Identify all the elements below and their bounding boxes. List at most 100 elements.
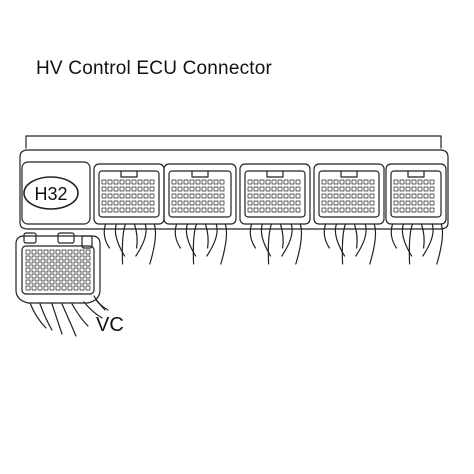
terminal-cell [289, 200, 295, 206]
terminal-cell [137, 193, 143, 199]
terminal-cell [283, 186, 289, 192]
terminal-cell [333, 207, 339, 213]
terminal-cell [43, 261, 49, 267]
terminal-cell [339, 207, 345, 213]
terminal-cell [79, 249, 85, 255]
terminal-cell [101, 193, 107, 199]
terminal-cell [399, 179, 405, 185]
terminal-cell [177, 200, 183, 206]
terminal-cell [119, 186, 125, 192]
terminal-cell [405, 200, 411, 206]
terminal-cell [73, 285, 79, 291]
terminal-cell [247, 179, 253, 185]
wire [422, 223, 434, 257]
wire [249, 223, 256, 249]
terminal-cell [37, 255, 43, 261]
terminal-cell [351, 207, 357, 213]
terminal-cell [171, 186, 177, 192]
terminal-cell [213, 186, 219, 192]
terminal-cell [67, 267, 73, 273]
terminal-cell [265, 193, 271, 199]
terminal-cell [85, 261, 91, 267]
terminal-cell [213, 193, 219, 199]
terminal-cell [119, 207, 125, 213]
terminal-cell [25, 279, 31, 285]
terminal-cell [183, 179, 189, 185]
terminal-cell [143, 193, 149, 199]
terminal-cell [339, 186, 345, 192]
terminal-cell [61, 249, 67, 255]
terminal-cell [271, 193, 277, 199]
wire [353, 223, 358, 249]
terminal-cell [149, 179, 155, 185]
terminal-cell [207, 179, 213, 185]
terminal-cell [201, 193, 207, 199]
terminal-cell [417, 200, 423, 206]
terminal-cell [327, 207, 333, 213]
wire [408, 223, 413, 265]
terminal-cell [73, 261, 79, 267]
terminal-cell [259, 193, 265, 199]
terminal-cell [429, 186, 435, 192]
terminal-cell [67, 261, 73, 267]
terminal-cell [195, 193, 201, 199]
terminal-cell [55, 285, 61, 291]
ecu-housing-top-edge [25, 135, 442, 149]
terminal-cell [171, 179, 177, 185]
terminal-cell [247, 207, 253, 213]
terminal-cell [219, 193, 225, 199]
terminal-cell [393, 207, 399, 213]
terminal-cell [333, 179, 339, 185]
terminal-cell [31, 285, 37, 291]
wire [295, 223, 303, 265]
terminal-cell [201, 179, 207, 185]
terminal-cell [351, 193, 357, 199]
terminal-cell [113, 200, 119, 206]
terminal-cell [195, 200, 201, 206]
terminal-cell [369, 207, 375, 213]
terminal-cell [289, 186, 295, 192]
terminal-cell [259, 200, 265, 206]
terminal-cell [131, 179, 137, 185]
block-face [318, 170, 380, 218]
terminal-cell [113, 207, 119, 213]
terminal-cell [283, 200, 289, 206]
terminal-cell [113, 193, 119, 199]
terminal-cell [189, 186, 195, 192]
terminal-cell [101, 200, 107, 206]
terminal-cell [295, 193, 301, 199]
terminal-cell [429, 179, 435, 185]
block-latch [266, 170, 284, 178]
block-outline [385, 163, 447, 225]
connector-id-label: H32 [34, 184, 67, 204]
terminal-cell [49, 267, 55, 273]
terminal-cell [67, 249, 73, 255]
terminal-cell [411, 186, 417, 192]
terminal-cell [247, 200, 253, 206]
ecu-housing [19, 149, 449, 230]
terminal-cell [49, 279, 55, 285]
terminal-cell [79, 279, 85, 285]
block-outline [163, 163, 237, 225]
terminal-cell [113, 186, 119, 192]
terminal-cell [125, 186, 131, 192]
terminal-cell [125, 193, 131, 199]
terminal-cell [55, 249, 61, 255]
terminal-cell [107, 200, 113, 206]
terminal-cell [43, 273, 49, 279]
terminal-cell [271, 179, 277, 185]
terminal-cell [289, 179, 295, 185]
wire [281, 223, 293, 257]
wire [192, 223, 197, 265]
terminal-cell [25, 285, 31, 291]
wire [220, 223, 228, 265]
terminal-cell [37, 285, 43, 291]
terminal-cell [345, 193, 351, 199]
terminal-cell [423, 179, 429, 185]
terminal-cell [277, 200, 283, 206]
terminal-cell [333, 186, 339, 192]
terminal-cell [195, 179, 201, 185]
terminal-cell [357, 179, 363, 185]
terminal-cell [247, 186, 253, 192]
terminal-cell [25, 267, 31, 273]
